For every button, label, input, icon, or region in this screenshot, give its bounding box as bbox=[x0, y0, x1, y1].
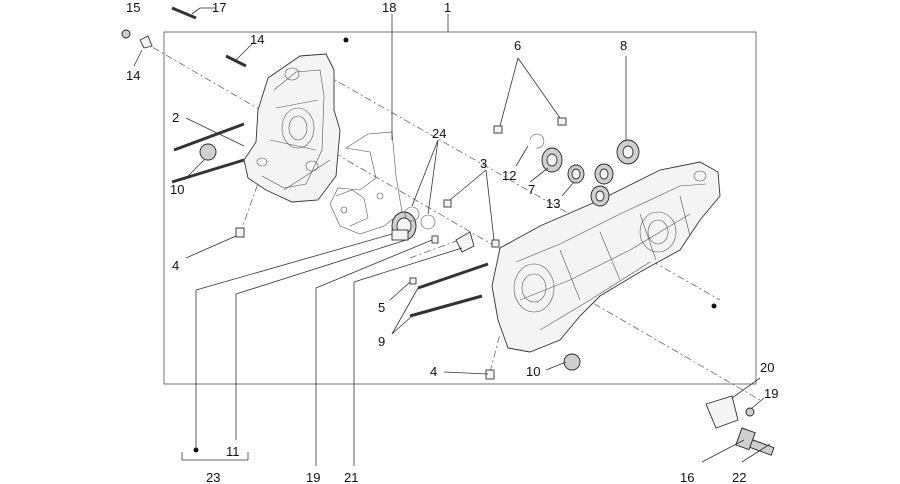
callout-20: 20 bbox=[760, 360, 774, 375]
assembly-frame bbox=[163, 31, 757, 385]
callout-21: 21 bbox=[344, 470, 358, 484]
callout-9: 9 bbox=[378, 334, 385, 349]
crankcase-gasket bbox=[329, 131, 403, 235]
bushings bbox=[199, 143, 581, 371]
callout-16: 16 bbox=[680, 470, 694, 484]
callout-15: 15 bbox=[126, 0, 140, 15]
alignment-axes bbox=[139, 39, 761, 401]
left-crankcase-half bbox=[243, 53, 341, 203]
callout-18: 18 bbox=[382, 0, 396, 15]
callout-24: 24 bbox=[432, 126, 446, 141]
callout-10a: 10 bbox=[170, 182, 184, 197]
callout-22: 22 bbox=[732, 470, 746, 484]
callout-4a: 4 bbox=[172, 258, 179, 273]
callout-17: 17 bbox=[212, 0, 226, 15]
callout-23: 23 bbox=[206, 470, 220, 484]
circlip bbox=[529, 133, 545, 149]
small-parts bbox=[409, 199, 500, 285]
small-pins bbox=[235, 227, 495, 380]
o-rings bbox=[404, 206, 436, 230]
right-crankcase-half bbox=[491, 161, 721, 353]
lower-right-parts bbox=[705, 395, 756, 451]
callout-14a: 14 bbox=[250, 32, 264, 47]
callout-13: 13 bbox=[546, 196, 560, 211]
bearings bbox=[541, 139, 640, 207]
callout-6: 6 bbox=[514, 38, 521, 53]
reference-dot bbox=[343, 37, 349, 43]
callout-7: 7 bbox=[528, 182, 535, 197]
callout-5: 5 bbox=[378, 300, 385, 315]
callout-11: 11 bbox=[226, 444, 240, 459]
oil-seal bbox=[391, 211, 417, 241]
callout-1: 1 bbox=[444, 0, 451, 15]
callout-10b: 10 bbox=[526, 364, 540, 379]
callout-14b: 14 bbox=[126, 68, 140, 83]
callout-2: 2 bbox=[172, 110, 179, 125]
callout-3: 3 bbox=[480, 156, 487, 171]
bolt-and-clip bbox=[121, 29, 153, 49]
callout-labels: 1 2 3 4 4 5 6 7 8 9 10 10 11 12 13 14 14… bbox=[126, 0, 778, 484]
reference-dot bbox=[711, 303, 717, 309]
reference-dot bbox=[193, 447, 199, 453]
dowel-pins bbox=[493, 117, 567, 134]
callout-4b: 4 bbox=[430, 364, 437, 379]
callout-19b: 19 bbox=[764, 386, 778, 401]
leader-lines bbox=[133, 7, 771, 466]
callout-12: 12 bbox=[502, 168, 516, 183]
callout-19a: 19 bbox=[306, 470, 320, 484]
callout-8: 8 bbox=[620, 38, 627, 53]
